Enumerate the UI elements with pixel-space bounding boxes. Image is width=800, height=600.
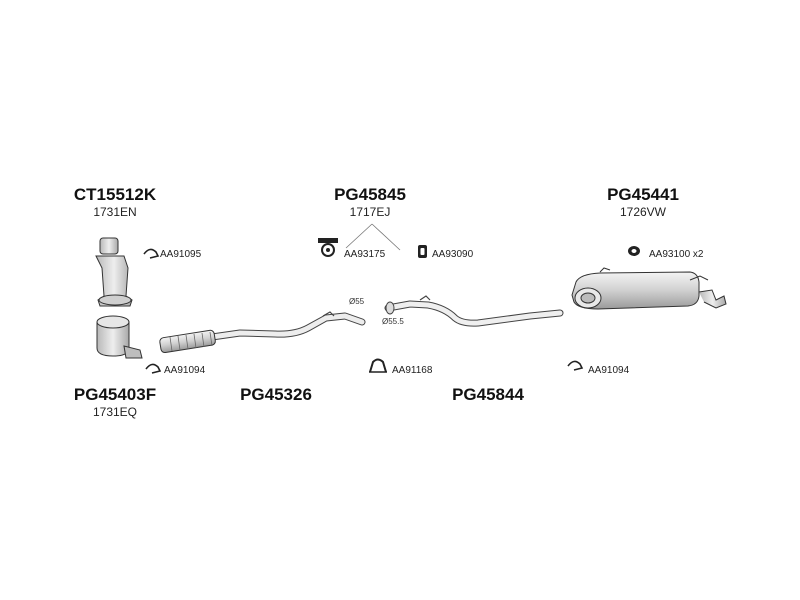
accessory-ref-clamp-rear: AA91094 [588, 365, 630, 376]
clamp-icon [567, 360, 584, 371]
dimension-front-outlet: Ø55 [349, 297, 365, 306]
clamp-icon [143, 248, 160, 259]
part-code-fap: PG45403F [73, 385, 157, 404]
oe-number-rear-silencer: 1726VW [619, 205, 667, 219]
front-pipe-part [159, 311, 366, 354]
catalyst-converter-part [95, 237, 133, 307]
oe-number-catalyst: 1731EN [93, 205, 137, 219]
part-code-mounting-kit: PG45845 [334, 185, 406, 204]
accessory-ref-clamp-middle: AA91168 [392, 365, 433, 376]
rubber-ring-icon [628, 246, 640, 256]
accessory-ref-hanger-kit: AA93175 [344, 249, 386, 260]
mounting-kit-lines [345, 223, 401, 251]
hanger-icon [318, 238, 338, 257]
dimension-middle-inlet: Ø55.5 [382, 317, 404, 326]
part-code-front-pipe: PG45326 [240, 385, 312, 404]
part-code-middle-pipe: PG45844 [452, 385, 524, 404]
accessory-ref-rubber-mount: AA93090 [432, 249, 474, 260]
particle-filter-part [96, 315, 143, 359]
oe-number-fap: 1731EQ [92, 405, 138, 419]
clamp-icon [145, 363, 162, 374]
rear-silencer-part [571, 267, 727, 310]
accessory-ref-rubber-ring: AA93100 x2 [649, 249, 704, 260]
part-code-catalyst: CT15512K [73, 185, 157, 204]
oe-number-mounting-kit: 1717EJ [349, 205, 391, 219]
rubber-mount-icon [418, 245, 427, 258]
middle-pipe-part [384, 295, 564, 327]
accessory-ref-clamp-fap: AA91094 [164, 365, 206, 376]
accessory-ref-clamp-cat: AA91095 [160, 249, 202, 260]
clamp-icon [369, 358, 387, 373]
part-code-rear-silencer: PG45441 [607, 185, 679, 204]
